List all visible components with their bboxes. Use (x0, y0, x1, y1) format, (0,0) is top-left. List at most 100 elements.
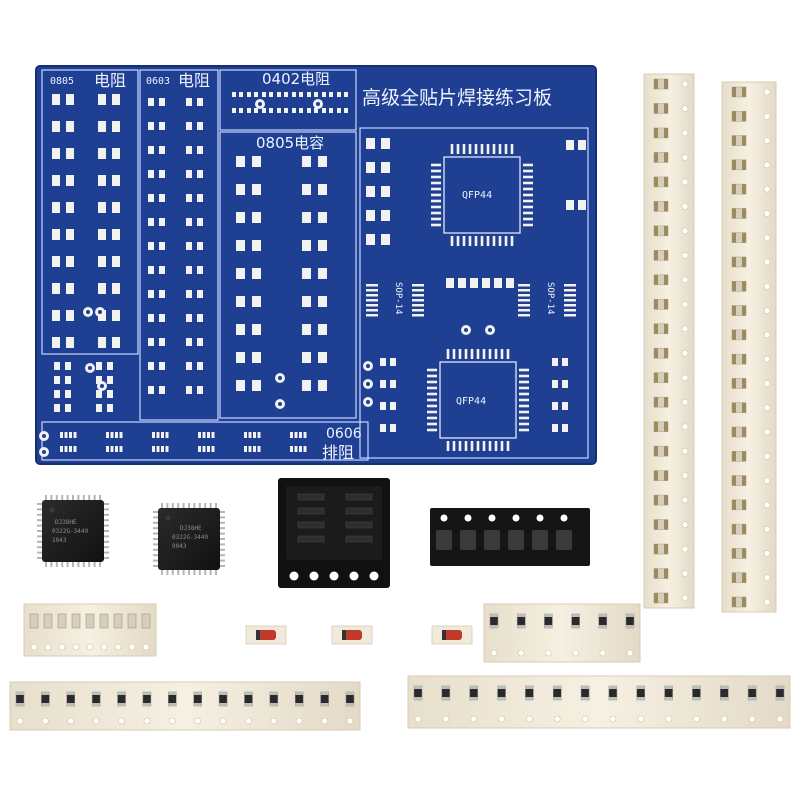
pad-diode (381, 186, 390, 197)
chip-pin (177, 503, 180, 508)
smd-part-end (748, 686, 757, 689)
smd-part-end (664, 697, 673, 700)
pad-side (562, 424, 568, 432)
tape-sprocket-hole (637, 715, 645, 723)
label-sop-right: SOP-14 (545, 282, 555, 315)
pad-r0402 (247, 92, 251, 97)
tape-sprocket-hole (626, 649, 634, 657)
qfp-pad (519, 392, 529, 396)
pad-array (60, 432, 63, 438)
capacitor-tape-left (643, 73, 695, 609)
pad-r0805 (112, 283, 120, 294)
chip-pin (220, 527, 225, 530)
pad-r0603 (186, 98, 192, 106)
smd-part-cap (742, 524, 746, 535)
qfp-pad (519, 380, 529, 384)
chip-pin (166, 570, 169, 575)
pad-c0805 (236, 212, 245, 223)
chip-pin (93, 562, 96, 567)
qfp-pad (498, 144, 502, 154)
pad-array (207, 446, 210, 452)
label-r0805-size: 0805 (50, 76, 74, 87)
tape-sprocket-hole (681, 594, 689, 602)
chip-pin (204, 570, 207, 575)
pad-r0805 (66, 229, 74, 240)
pad-array (161, 432, 164, 438)
smd-part-cap (742, 427, 746, 437)
pad-c0805 (252, 296, 261, 307)
tape-sprocket-hole (763, 185, 771, 193)
pad-array (106, 432, 109, 438)
smd-part-cap (664, 323, 668, 334)
smd-part-cap (742, 378, 746, 389)
smd-part-cap (664, 225, 668, 236)
smd-part (57, 613, 67, 629)
pad-r0402 (292, 108, 296, 113)
smd-part-cap (742, 305, 746, 316)
pad-array (64, 432, 68, 438)
pad-c0805 (236, 184, 245, 195)
pad-misc (54, 390, 60, 398)
qfp-pad (506, 441, 510, 451)
pad-r0805 (52, 94, 60, 105)
pad-center (446, 278, 454, 288)
chip-pin (104, 513, 109, 516)
smd-part-end (720, 697, 729, 700)
smd-part-end (295, 703, 304, 706)
pad-r0603 (186, 266, 192, 274)
qfp-pad (523, 169, 533, 173)
tape-sprocket-hole (665, 715, 672, 723)
diode-body (342, 630, 362, 640)
pad-misc (107, 362, 113, 370)
chip-pin (153, 538, 158, 540)
sop-chip-pin (345, 507, 373, 515)
qfp-pad (468, 144, 472, 154)
pad-r0603 (159, 146, 165, 154)
pad-r0603 (197, 122, 203, 130)
pad-array (211, 446, 215, 452)
pad-diode (381, 138, 390, 149)
chip-pin (37, 551, 42, 554)
chip-pin (66, 562, 69, 567)
chip-pin (55, 562, 58, 567)
pad-side (380, 358, 386, 366)
pad-c0805 (302, 352, 311, 363)
pad-r0603 (197, 146, 203, 154)
smd-part-end (41, 703, 50, 706)
qfp-pad (464, 441, 468, 451)
pad-r0603 (159, 362, 165, 370)
pad-misc (54, 376, 60, 384)
chip-pin (45, 495, 47, 500)
pad-c0805 (302, 156, 311, 167)
diode-body (256, 630, 276, 640)
tape-sprocket-hole (30, 643, 38, 651)
sop-tape-black (278, 478, 390, 588)
pad-r0603 (159, 290, 165, 298)
pad-r0603 (148, 290, 154, 298)
qfp-pad (480, 144, 484, 154)
tape-sprocket-hole (763, 234, 771, 242)
pad-array (290, 446, 293, 452)
pad-r0805 (52, 310, 60, 321)
smd-part-cap (742, 159, 746, 170)
smd-part-end (142, 692, 151, 695)
pad-r0603 (159, 386, 165, 394)
smd-part-end (664, 686, 673, 689)
pad-side (380, 380, 386, 388)
smd-part-cap (654, 127, 658, 138)
smd-part-end (636, 697, 645, 700)
smd-part-cap (664, 397, 668, 408)
pad-side (380, 402, 386, 410)
qfp-pad (523, 163, 533, 167)
label-r0603-size: 0603 (146, 76, 170, 87)
pad-r0603 (186, 290, 192, 298)
tape-sprocket-hole (748, 715, 756, 723)
pad-c0805 (236, 352, 245, 363)
chip-pin (220, 532, 225, 535)
pad-array (253, 432, 256, 438)
smd-part-end (244, 703, 253, 706)
pad-array (198, 432, 201, 438)
pad-r0603 (159, 194, 165, 202)
tape-sprocket-hole (67, 717, 75, 725)
qfp-pad (427, 404, 437, 408)
